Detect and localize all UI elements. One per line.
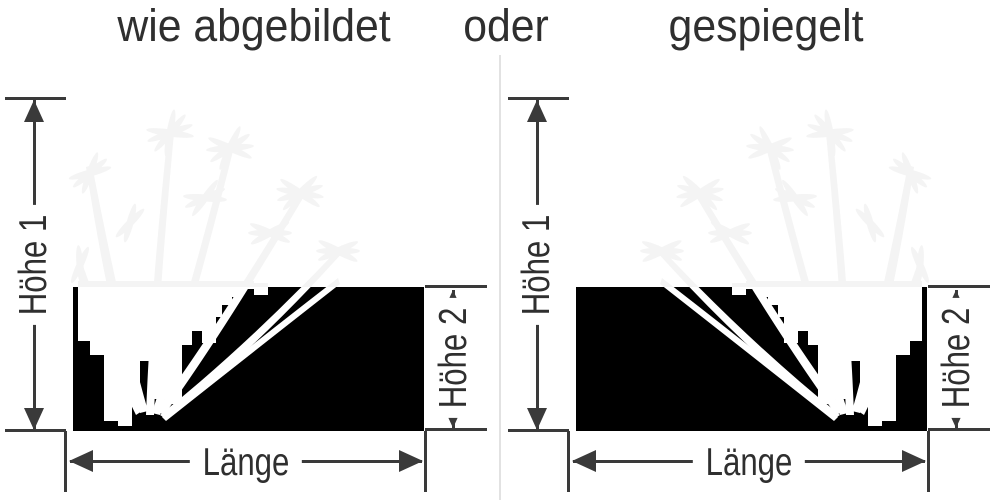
- length-extension-tick-right: [927, 431, 930, 492]
- length-extension-tick-left: [567, 431, 570, 492]
- header-option-as-shown: wie abgebildet: [117, 0, 391, 51]
- height1-label: Höhe 1: [515, 205, 559, 325]
- arrow-left-icon: [572, 450, 596, 472]
- height2-extension-tick-bottom: [425, 428, 487, 431]
- strip-and-plant-graphic: [67, 108, 424, 431]
- length-extension-tick-left: [64, 431, 67, 492]
- arrow-down-icon: [24, 408, 44, 430]
- height2-label: Höhe 2: [935, 298, 979, 418]
- header-option-mirrored: gespiegelt: [668, 0, 864, 51]
- height1-extension-tick-top: [508, 97, 569, 100]
- height1-label: Höhe 1: [12, 205, 56, 325]
- arrow-up-icon: [527, 100, 547, 122]
- height2-extension-tick-top: [928, 285, 990, 288]
- height2-extension-tick-top: [425, 285, 487, 288]
- arrow-left-icon: [69, 450, 93, 472]
- arrow-right-icon: [902, 450, 926, 472]
- panel-divider-line: [499, 55, 501, 500]
- length-label: Länge: [692, 441, 806, 485]
- height2-label: Höhe 2: [432, 298, 476, 418]
- strip-and-plant-graphic: [576, 108, 933, 431]
- arrow-up-icon: [24, 100, 44, 122]
- length-label: Länge: [189, 441, 303, 485]
- header-separator-oder: oder: [463, 0, 549, 51]
- height2-extension-tick-bottom: [928, 428, 990, 431]
- arrow-down-icon: [527, 408, 547, 430]
- height1-extension-tick-bottom: [508, 429, 569, 432]
- arrow-right-icon: [399, 450, 423, 472]
- height1-extension-tick-bottom: [5, 429, 66, 432]
- height1-extension-tick-top: [5, 97, 66, 100]
- length-extension-tick-right: [424, 431, 427, 492]
- panel-as-shown: Höhe 1 Höhe 2 Länge: [5, 97, 487, 492]
- panel-mirrored: Höhe 1 Höhe 2 Länge: [503, 0, 1000, 500]
